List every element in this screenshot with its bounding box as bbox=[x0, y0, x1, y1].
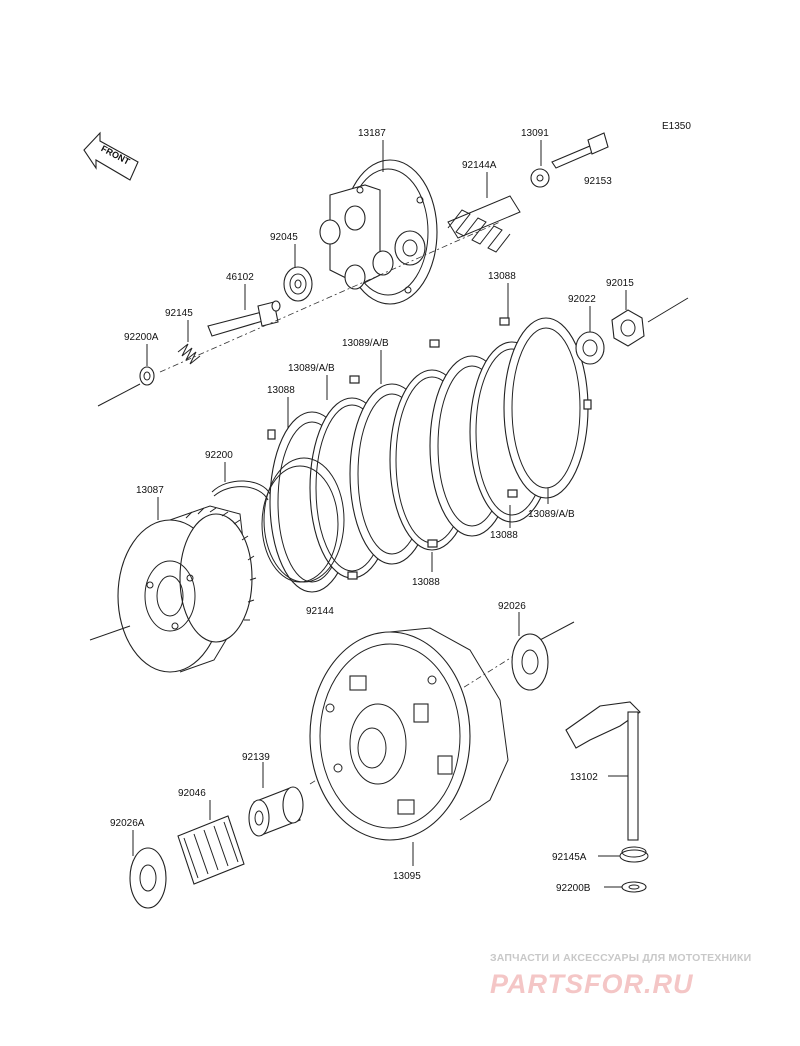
label-92015: 92015 bbox=[606, 278, 634, 289]
plate-tab bbox=[427, 539, 438, 548]
label-13089-a: 13089/A/B bbox=[342, 338, 389, 349]
housing-window bbox=[397, 799, 415, 815]
plate-tab bbox=[429, 339, 440, 348]
circlip-92200 bbox=[211, 480, 271, 501]
spring-92145A bbox=[619, 846, 649, 863]
label-13095: 13095 bbox=[393, 871, 421, 882]
label-92144A: 92144A bbox=[462, 160, 497, 171]
label-13088-low: 13088 bbox=[412, 577, 440, 588]
label-92200: 92200 bbox=[205, 450, 233, 461]
plate-tab bbox=[499, 317, 510, 326]
axis-centerline-top bbox=[159, 221, 501, 373]
bearing-92045 bbox=[283, 266, 313, 302]
label-92200B: 92200B bbox=[556, 883, 591, 894]
spring-92144A bbox=[447, 195, 521, 253]
label-92026: 92026 bbox=[498, 601, 526, 612]
label-92144: 92144 bbox=[306, 606, 334, 617]
thrust-washer-92026A bbox=[129, 847, 167, 909]
plate-tab bbox=[267, 429, 276, 440]
label-13089-c: 13089/A/B bbox=[528, 509, 575, 520]
washer-92200A bbox=[139, 366, 155, 386]
label-92022: 92022 bbox=[568, 294, 596, 305]
front-arrow-icon: FRONT bbox=[83, 131, 139, 181]
label-92139: 92139 bbox=[242, 752, 270, 763]
label-92145: 92145 bbox=[165, 308, 193, 319]
washer-13091 bbox=[530, 168, 550, 188]
release-shaft-13102 bbox=[565, 701, 641, 841]
label-92045: 92045 bbox=[270, 232, 298, 243]
label-46102: 46102 bbox=[226, 272, 254, 283]
plate-tab bbox=[583, 399, 592, 410]
housing-window bbox=[413, 703, 429, 723]
axis-left-low bbox=[89, 625, 131, 641]
label-13087: 13087 bbox=[136, 485, 164, 496]
housing-window bbox=[349, 675, 367, 691]
plate-tab bbox=[349, 375, 360, 384]
label-13091: 13091 bbox=[521, 128, 549, 139]
washer-92200B bbox=[621, 881, 647, 893]
release-shaft-rod bbox=[627, 711, 639, 841]
label-92046: 92046 bbox=[178, 788, 206, 799]
axis-right-low bbox=[539, 621, 575, 641]
friction-plate-4 bbox=[503, 317, 589, 499]
label-13088-left: 13088 bbox=[267, 385, 295, 396]
label-13102: 13102 bbox=[570, 772, 598, 783]
washer-92022 bbox=[575, 331, 605, 365]
spring-92145 bbox=[177, 343, 201, 365]
washer-92026 bbox=[511, 633, 549, 691]
housing-window bbox=[437, 755, 453, 775]
pressure-plate-13187 bbox=[319, 159, 438, 305]
nut-92015 bbox=[611, 309, 645, 347]
label-92026A: 92026A bbox=[110, 818, 145, 829]
axis-centerline-low bbox=[309, 651, 521, 785]
label-13088-top: 13088 bbox=[488, 271, 516, 282]
needle-bearing-92046 bbox=[177, 815, 245, 885]
bolt-92153 bbox=[551, 132, 609, 169]
plate-tab bbox=[347, 571, 358, 580]
push-rod-46102 bbox=[207, 300, 281, 337]
axis-left-top bbox=[97, 383, 141, 407]
clutch-housing-13095 bbox=[309, 627, 509, 841]
watermark-brand: PARTSFOR.RU bbox=[490, 969, 694, 999]
label-13187: 13187 bbox=[358, 128, 386, 139]
axis-right-top bbox=[647, 297, 689, 323]
sleeve-92139 bbox=[248, 786, 304, 837]
spring-ring-92144 bbox=[261, 457, 345, 583]
label-92145A: 92145A bbox=[552, 852, 587, 863]
diagram-code: E1350 bbox=[662, 121, 691, 132]
clutch-plate-stack bbox=[267, 317, 592, 593]
clutch-hub-13087 bbox=[117, 505, 257, 673]
label-13088-mid: 13088 bbox=[490, 530, 518, 541]
plate-tab bbox=[507, 489, 518, 498]
label-92153: 92153 bbox=[584, 176, 612, 187]
label-92200A: 92200A bbox=[124, 332, 159, 343]
label-13089-b: 13089/A/B bbox=[288, 363, 335, 374]
watermark-tagline: ЗАПЧАСТИ И АКСЕССУАРЫ ДЛЯ МОТОТЕХНИКИ bbox=[490, 952, 751, 964]
